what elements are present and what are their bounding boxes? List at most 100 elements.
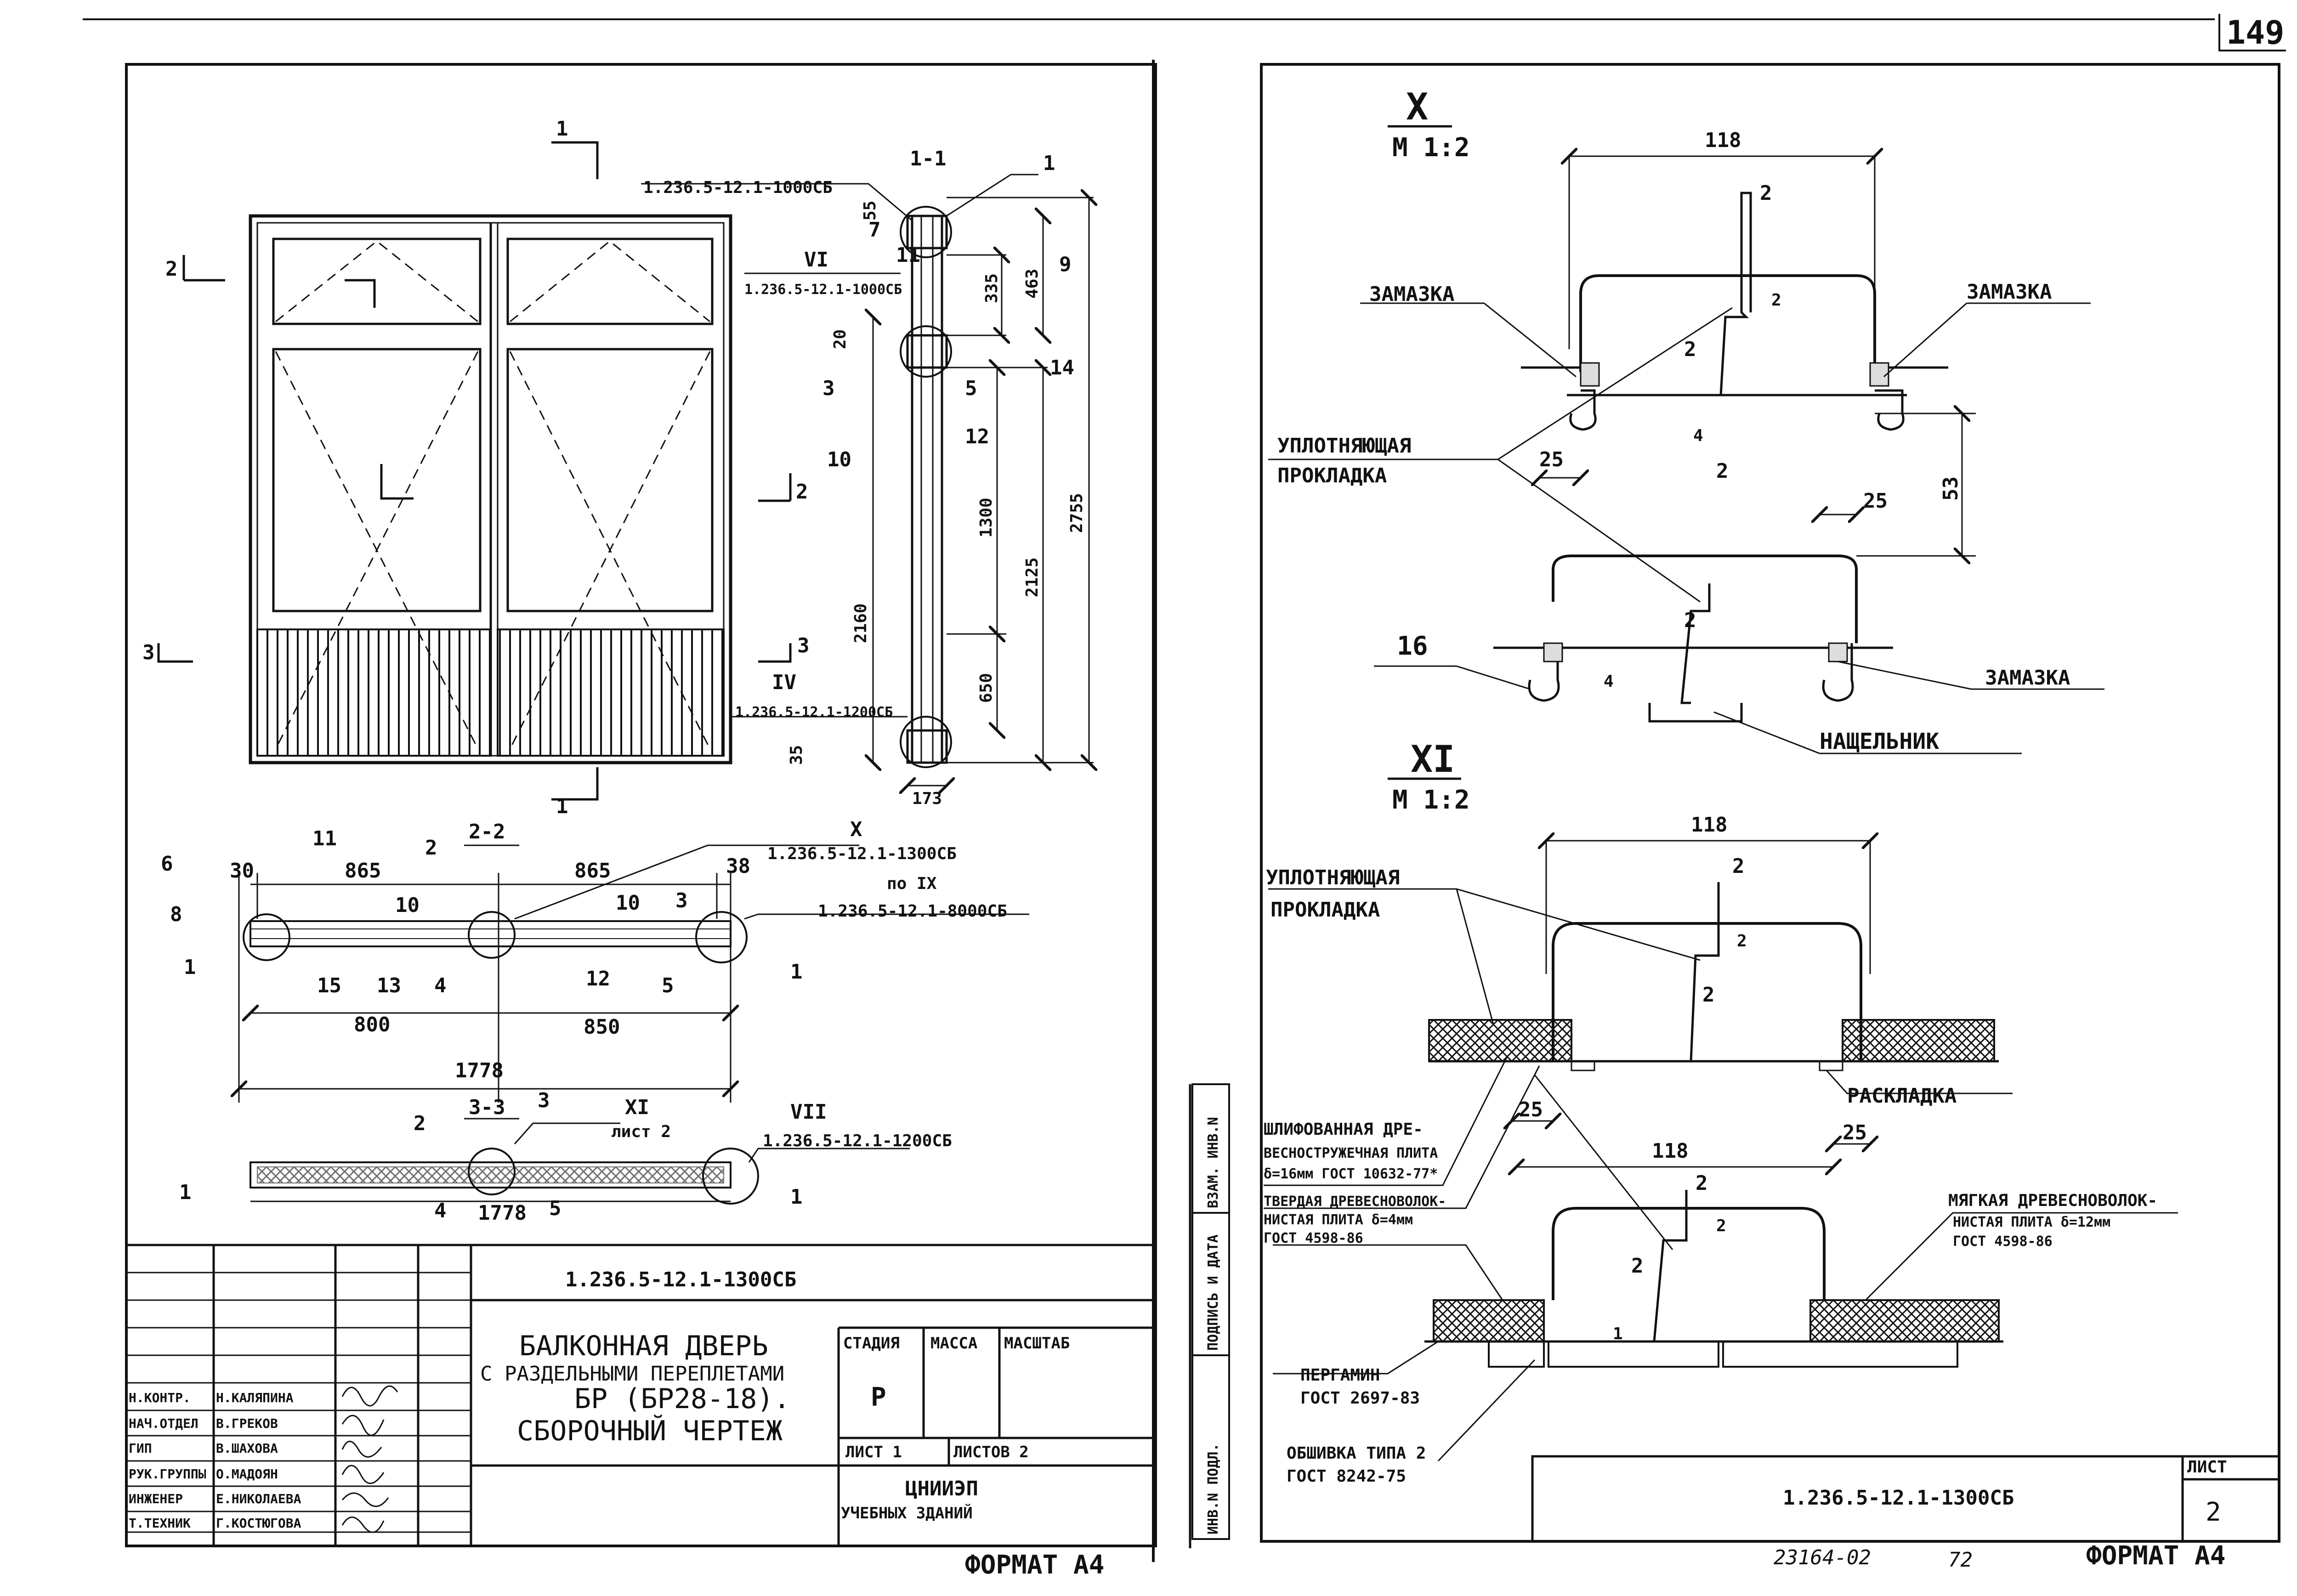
pos-label: 12 bbox=[965, 425, 989, 448]
dim-label: 55 bbox=[861, 201, 879, 221]
detail-xi-dims: 118 2 2 2 25 25 118 2 2 2 1 bbox=[1519, 813, 1867, 1343]
page-number-box bbox=[2218, 14, 2286, 51]
section-mark-2-right: 2 bbox=[796, 480, 808, 504]
detail-x-drawing bbox=[1268, 156, 2104, 754]
xi-label-hardboard-3: ГОСТ 4598-86 bbox=[1264, 1230, 1363, 1246]
xi-label-seal-2: ПРОКЛАДКА bbox=[1270, 898, 1380, 922]
role-label: Н.КОНТР. bbox=[129, 1390, 191, 1405]
detail-xi-num: XI bbox=[1411, 738, 1455, 781]
dim-label: 25 bbox=[1843, 1121, 1867, 1144]
ref-xi-sheet: лист 2 bbox=[611, 1122, 671, 1141]
role-name: В.ГРЕКОВ bbox=[216, 1416, 278, 1431]
role-label: Т.ТЕХНИК bbox=[129, 1516, 191, 1531]
dim-label: 118 bbox=[1652, 1139, 1688, 1163]
pos-label: 3 bbox=[822, 377, 835, 400]
xi-label-chipboard-2: ВЕСНОСТРУЖЕЧНАЯ ПЛИТА bbox=[1264, 1145, 1438, 1161]
pos-label: 8 bbox=[170, 903, 182, 926]
dim-label: 335 bbox=[982, 273, 1001, 303]
pos-label: 5 bbox=[662, 974, 674, 997]
dim-label: 25 bbox=[1539, 448, 1564, 471]
dim-label: 865 bbox=[574, 859, 611, 883]
ref-ix-doc: 1.236.5-12.1-8000CБ bbox=[818, 902, 1007, 921]
pos-label: 9 bbox=[1059, 253, 1072, 276]
pos-label: 1 bbox=[790, 1185, 803, 1209]
pos-label: 2 bbox=[425, 836, 437, 860]
plan-2-2-dims: 30 865 865 38 800 850 1778 bbox=[230, 855, 750, 1082]
dim-label: 850 bbox=[584, 1015, 620, 1039]
section-1-1-dims: 55 335 463 20 2755 2160 1300 2125 650 35… bbox=[787, 201, 1086, 808]
right-title-block bbox=[1531, 1455, 2280, 1543]
page-number: 149 bbox=[2226, 14, 2284, 51]
role-label: РУК.ГРУППЫ bbox=[129, 1466, 206, 1482]
label-seal-1: УПЛОТНЯЮЩАЯ bbox=[1277, 434, 1411, 458]
label-putty-bottom: ЗАМАЗКА bbox=[1985, 666, 2070, 690]
dim-label: 800 bbox=[354, 1013, 390, 1036]
pos-label: 3 bbox=[675, 889, 688, 912]
dim-label: 2160 bbox=[851, 603, 870, 643]
signature-roles: Н.КОНТР. Н.КАЛЯПИНА НАЧ.ОТДЕЛ В.ГРЕКОВ Г… bbox=[129, 1390, 301, 1531]
left-title-block bbox=[126, 1244, 1156, 1546]
dim-label: 1 bbox=[1613, 1324, 1623, 1343]
detail-x-scale: М 1:2 bbox=[1392, 133, 1470, 163]
role-name: Е.НИКОЛАЕВА bbox=[216, 1491, 301, 1506]
dim-label: 2 bbox=[1702, 983, 1715, 1007]
ref-iv: 1.236.5-12.1-1200CБ bbox=[735, 704, 893, 720]
stamp-inv: ИНВ.N ПОДЛ. bbox=[1205, 1443, 1221, 1534]
detail-x-dims: 118 2 2 2 4 2 25 25 53 2 16 4 bbox=[1397, 129, 1962, 691]
label-cover: НАЩЕЛЬНИК bbox=[1820, 729, 1939, 754]
col-mass: МАССА bbox=[930, 1334, 977, 1353]
pos-label: 12 bbox=[586, 967, 610, 990]
pos-label: 6 bbox=[161, 852, 173, 876]
label-putty-left: ЗАМАЗКА bbox=[1369, 283, 1454, 306]
pos-label: 11 bbox=[896, 243, 920, 267]
xi-label-pergamin-1: ПЕРГАМИН bbox=[1300, 1366, 1380, 1385]
pos-label: 10 bbox=[827, 448, 851, 471]
dim-label: 2 bbox=[1771, 291, 1781, 310]
dim-label: 4 bbox=[1693, 426, 1703, 445]
dim-label: 118 bbox=[1691, 813, 1727, 837]
plan-3-3-positions: 2 3 1 4 5 1 bbox=[179, 1089, 803, 1222]
plan-3-3-dim: 1778 bbox=[478, 1201, 527, 1225]
ref-top: 1.236.5-12.1-1000CБ bbox=[643, 178, 833, 197]
role-name: Н.КАЛЯПИНА bbox=[216, 1390, 294, 1405]
dim-label: 30 bbox=[230, 859, 254, 883]
bottom-page: 72 bbox=[1948, 1548, 1973, 1572]
section-mark-1-top: 1 bbox=[556, 117, 568, 141]
xi-label-pergamin-2: ГОСТ 2697-83 bbox=[1300, 1389, 1420, 1408]
right-doc-code: 1.236.5-12.1-1300CБ bbox=[1783, 1486, 2014, 1510]
dim-label: 650 bbox=[977, 673, 996, 703]
plan-3-3 bbox=[250, 1118, 910, 1205]
section-mark-3-right: 3 bbox=[797, 634, 810, 657]
dim-label: 1778 bbox=[455, 1059, 504, 1082]
ref-x-num: X bbox=[850, 818, 862, 841]
right-format: ФОРМАТ А4 bbox=[2086, 1541, 2225, 1571]
section-1-1 bbox=[641, 174, 1094, 786]
label-putty-right: ЗАМАЗКА bbox=[1967, 280, 2052, 304]
pos-label: 15 bbox=[317, 974, 341, 997]
ref-ix: по IX bbox=[887, 874, 937, 893]
xi-label-sheath-1: ОБШИВКА ТИПА 2 bbox=[1287, 1444, 1426, 1463]
dim-label: 25 bbox=[1863, 489, 1888, 513]
xi-label-chipboard-1: ШЛИФОВАННАЯ ДРЕ- bbox=[1264, 1120, 1423, 1139]
title-line-1: БАЛКОННАЯ ДВЕРЬ bbox=[519, 1330, 768, 1362]
sheets-count: ЛИСТОВ 2 bbox=[953, 1443, 1029, 1461]
section-mark-1-bottom: 1 bbox=[556, 795, 568, 818]
dim-label: 2 bbox=[1737, 932, 1747, 951]
section-mark-3-left: 3 bbox=[142, 641, 155, 664]
label-seal-2: ПРОКЛАДКА bbox=[1277, 464, 1387, 487]
role-label: ИНЖЕНЕР bbox=[129, 1491, 183, 1506]
pos-label: 1 bbox=[179, 1181, 192, 1204]
dim-label: 2125 bbox=[1023, 557, 1042, 597]
pos-label: 10 bbox=[395, 894, 420, 917]
role-label: ГИП bbox=[129, 1441, 152, 1456]
pos-label: 5 bbox=[549, 1197, 561, 1220]
dim-label: 2 bbox=[1716, 1217, 1726, 1235]
stage-value: Р bbox=[871, 1382, 886, 1412]
left-doc-code: 1.236.5-12.1-1300CБ bbox=[565, 1268, 796, 1291]
detail-xi-scale: М 1:2 bbox=[1392, 785, 1470, 815]
pos-label: 4 bbox=[434, 974, 447, 997]
col-stage: СТАДИЯ bbox=[843, 1334, 900, 1353]
plan-3-3-title: 3-3 bbox=[469, 1096, 505, 1119]
ref-xi-num: XI bbox=[625, 1096, 649, 1119]
